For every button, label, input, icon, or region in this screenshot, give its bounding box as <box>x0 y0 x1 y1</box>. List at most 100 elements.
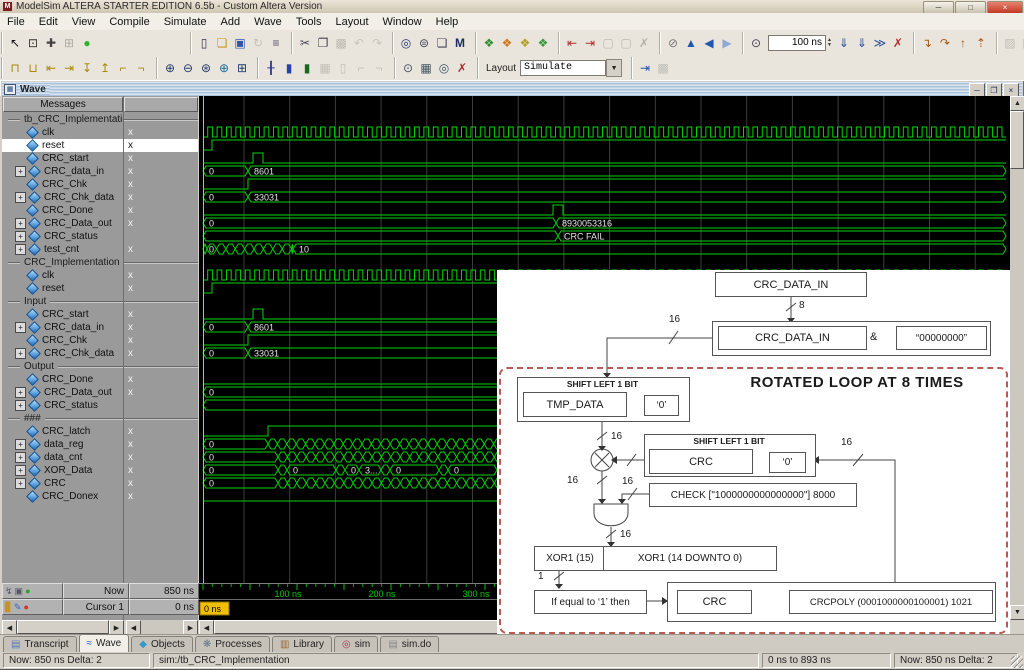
cut-icon[interactable]: ✂ <box>299 36 311 50</box>
edit-mode-icon[interactable]: ⊞ <box>63 36 75 50</box>
wave-edit-delete-icon[interactable]: ⊔ <box>28 61 38 75</box>
signal-row-clk[interactable]: clk <box>2 126 123 139</box>
undo-icon[interactable]: ↶ <box>353 36 365 50</box>
delete-cursor-dot-icon[interactable]: ● <box>23 602 29 612</box>
marker-icon[interactable]: ▮ <box>303 61 311 75</box>
filter-icon[interactable]: ▩ <box>657 61 669 75</box>
run-icon[interactable]: ⇓ <box>838 36 849 50</box>
tab-wave[interactable]: ≈Wave <box>78 634 130 652</box>
expand-time-icon[interactable]: ⇥ <box>640 61 651 75</box>
scroll-down-icon[interactable]: ▼ <box>1010 605 1024 620</box>
stop-icon[interactable]: ⊘ <box>667 36 679 50</box>
signal-row-CRC_Donex[interactable]: CRC_Donex <box>2 490 123 503</box>
signal-row-CRC_Chk[interactable]: CRC_Chk <box>2 334 123 347</box>
signal-row-XOR_Data[interactable]: +XOR_Data <box>2 464 123 477</box>
compile-order-icon[interactable]: ❖ <box>519 36 531 50</box>
wave-minimize-icon[interactable]: ─ <box>969 83 985 97</box>
menu-wave[interactable]: Wave <box>254 15 282 28</box>
expand-icon[interactable]: + <box>15 348 26 359</box>
signal-row-CRC_data_in[interactable]: +CRC_data_in <box>2 321 123 334</box>
zoom-out-icon[interactable]: ⊖ <box>182 61 194 75</box>
values-hscrollbar[interactable]: ◀ ▶ <box>126 620 198 635</box>
menu-tools[interactable]: Tools <box>295 15 322 28</box>
expand-icon[interactable]: + <box>15 465 26 476</box>
grid-settings-icon[interactable]: ▦ <box>420 61 432 75</box>
group-row-Input[interactable]: Input <box>2 295 123 308</box>
remove-source-icon[interactable]: ✗ <box>638 36 650 50</box>
menu-add[interactable]: Add <box>220 15 241 28</box>
zoom-mode-icon[interactable]: ⊡ <box>27 36 39 50</box>
expand-icon[interactable]: + <box>15 452 26 463</box>
expand-hier-icon[interactable]: ⊜ <box>418 36 430 50</box>
scroll-left-icon[interactable]: ◀ <box>2 620 17 635</box>
signal-row-clk[interactable]: clk <box>2 269 123 282</box>
wave-edit-left-icon[interactable]: ⇤ <box>45 61 57 75</box>
scrollbar-thumb[interactable] <box>1010 111 1024 169</box>
cursor-jump-icon[interactable]: ↯ <box>5 586 13 596</box>
layout-select[interactable]: Simulate▼ <box>520 59 623 77</box>
wave-edit-cut-icon[interactable]: ⌐ <box>119 61 127 75</box>
expand-icon[interactable]: + <box>15 218 26 229</box>
signal-row-CRC[interactable]: +CRC <box>2 477 123 490</box>
signal-row-data_reg[interactable]: +data_reg <box>2 438 123 451</box>
cursor-row[interactable]: ▊✎● Cursor 1 0 ns <box>2 599 199 615</box>
expand-icon[interactable]: + <box>15 244 26 255</box>
view-source2-icon[interactable]: ▢ <box>620 36 632 50</box>
export-image-icon[interactable]: ⊙ <box>402 61 414 75</box>
reload-icon[interactable]: ↻ <box>252 36 264 50</box>
expand-icon[interactable]: + <box>15 192 26 203</box>
wave-window-titlebar[interactable]: ▦ Wave ─ ❐ × <box>2 82 1022 97</box>
wave-edit-paste-icon[interactable]: ¬ <box>137 61 145 75</box>
compile-icon[interactable]: ❖ <box>483 36 495 50</box>
next-edge-icon[interactable]: ¬ <box>375 61 383 75</box>
delete-wave-icon[interactable]: ✗ <box>456 61 468 75</box>
open-folder-icon[interactable]: ❏ <box>216 36 228 50</box>
view-source-icon[interactable]: ▢ <box>602 36 614 50</box>
scroll-up-icon[interactable]: ▲ <box>1010 96 1024 111</box>
restart-icon[interactable]: ⇤ <box>566 36 578 50</box>
title-bar[interactable]: M ModelSim ALTERA STARTER EDITION 6.5b -… <box>0 0 1024 14</box>
prev-edge-icon[interactable]: ⌐ <box>357 61 365 75</box>
signal-row-CRC_Done[interactable]: CRC_Done <box>2 373 123 386</box>
interval-icon[interactable]: ▯ <box>339 61 347 75</box>
paste-icon[interactable]: ▩ <box>335 36 347 50</box>
names-hscrollbar[interactable]: ◀ ▶ <box>2 620 124 635</box>
signal-row-CRC_Chk_data[interactable]: +CRC_Chk_data <box>2 347 123 360</box>
modelsim-icon[interactable]: M <box>455 36 465 50</box>
scroll-left-icon[interactable]: ◀ <box>126 620 141 635</box>
signal-row-CRC_Data_out[interactable]: +CRC_Data_out <box>2 386 123 399</box>
scrollbar-track[interactable] <box>1010 169 1024 605</box>
group-row--[interactable]: ### <box>2 412 123 425</box>
copy-icon[interactable]: ❐ <box>317 36 329 50</box>
tab-sim[interactable]: ◎sim <box>333 636 379 652</box>
wave-edit-stretch-icon[interactable]: ↧ <box>81 61 93 75</box>
scrollbar-thumb[interactable] <box>17 620 109 634</box>
values-header[interactable] <box>124 97 198 112</box>
step-into-icon[interactable]: ↴ <box>921 36 932 50</box>
cursor-lock-icon[interactable]: ▮ <box>285 61 293 75</box>
signal-row-reset[interactable]: reset <box>2 282 123 295</box>
add-cursor-dot-icon[interactable]: ● <box>25 586 31 596</box>
expand-icon[interactable]: + <box>15 439 26 450</box>
step-out-icon[interactable]: ↑ <box>959 36 966 50</box>
maximize-icon[interactable]: □ <box>955 1 986 14</box>
back-icon[interactable]: ◀ <box>704 36 714 50</box>
group-row-CRC_Implementation[interactable]: CRC_Implementation <box>2 256 123 269</box>
find-wave-icon[interactable]: ◎ <box>438 61 450 75</box>
scroll-right-icon[interactable]: ▶ <box>109 620 124 635</box>
expand-icon[interactable]: + <box>15 387 26 398</box>
pan-mode-icon[interactable]: ✚ <box>45 36 57 50</box>
env-up-icon[interactable]: ▲ <box>685 36 697 50</box>
signal-row-CRC_Chk_data[interactable]: +CRC_Chk_data <box>2 191 123 204</box>
zoom-cursor-icon[interactable]: ⊕ <box>218 61 230 75</box>
break-icon[interactable]: ✗ <box>892 36 903 50</box>
scroll-right-icon[interactable]: ▶ <box>183 620 198 635</box>
expand-icon[interactable]: + <box>15 231 26 242</box>
expand-icon[interactable]: + <box>15 478 26 489</box>
tab-processes[interactable]: ❋Processes <box>194 636 270 652</box>
signal-row-CRC_start[interactable]: CRC_start <box>2 152 123 165</box>
tab-transcript[interactable]: ▤Transcript <box>3 636 77 652</box>
signal-row-CRC_start[interactable]: CRC_start <box>2 308 123 321</box>
resize-grip-icon[interactable] <box>1011 656 1023 668</box>
wave-close-icon[interactable]: × <box>1003 83 1019 97</box>
